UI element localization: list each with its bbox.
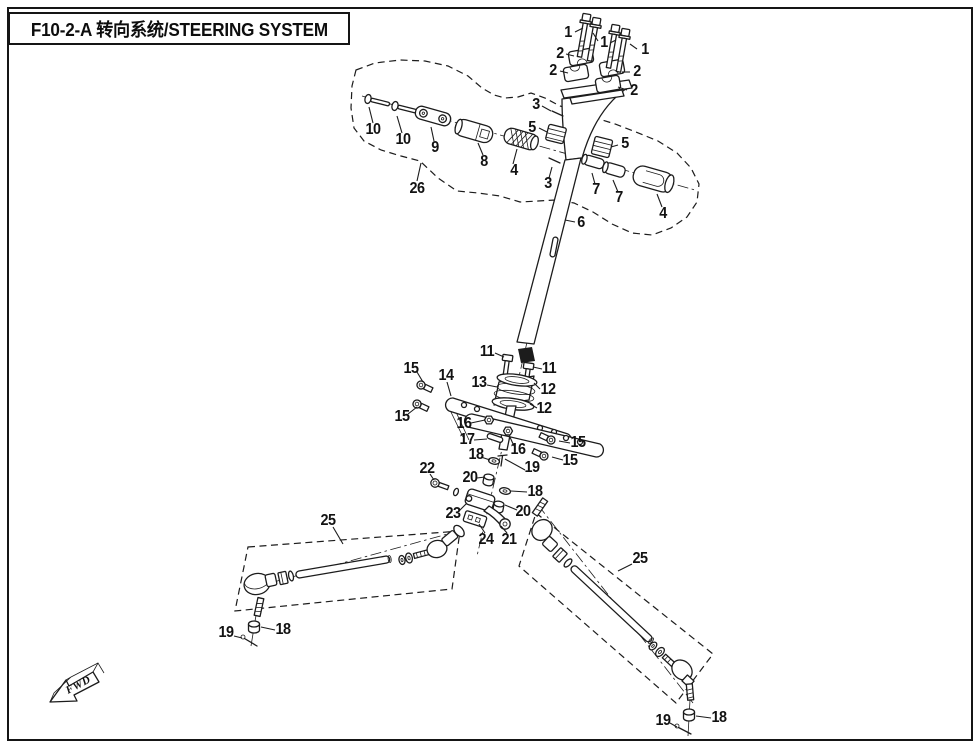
tie-rod-left [243, 524, 465, 647]
title-box: F10-2-A 转向系统/STEERING SYSTEM [8, 12, 350, 45]
callout-5-8: 5 [528, 119, 536, 136]
callout-7-12: 7 [615, 189, 623, 206]
callout-1-1: 1 [600, 34, 608, 51]
callout-18-38: 18 [527, 483, 543, 500]
bolt-10a [364, 93, 391, 107]
clamp-block-2a-lower [562, 63, 590, 83]
callout-20-40: 20 [515, 503, 531, 520]
steering-shaft [516, 87, 628, 345]
diagram-border [7, 7, 973, 741]
callout-15-23: 15 [403, 360, 419, 377]
callout-2-4: 2 [549, 62, 557, 79]
callout-15-33: 15 [562, 452, 578, 469]
callout-16-32: 16 [510, 441, 526, 458]
callout-21-42: 21 [501, 531, 517, 548]
callout-13-25: 13 [471, 374, 487, 391]
callout-5-9: 5 [621, 135, 629, 152]
callout-18-34: 18 [468, 446, 484, 463]
bushing-7b [601, 161, 626, 178]
callout-2-3: 2 [556, 45, 564, 62]
castle-nut-18-bottom-left [247, 620, 261, 634]
callout-11-21: 11 [479, 343, 495, 360]
callout-1-2: 1 [641, 41, 649, 58]
callout-22-36: 22 [419, 460, 435, 477]
nut-16a [483, 415, 495, 425]
callout-7-11: 7 [592, 181, 600, 198]
fwd-arrow: FWD [49, 662, 105, 703]
cotter-pin-19-bottom-left [240, 634, 258, 647]
rubber-block-5-right [590, 135, 614, 159]
bolt-15-left-upper [416, 380, 434, 393]
damper-4-left [503, 127, 539, 151]
callout-15-27: 15 [394, 408, 410, 425]
callout-26-20: 26 [409, 180, 425, 197]
arm-plate-24 [462, 510, 488, 528]
washer-18a [487, 457, 501, 465]
callout-23-39: 23 [445, 505, 461, 522]
callout-15-31: 15 [570, 434, 586, 451]
bolt-10b [391, 100, 418, 114]
rubber-block-5-left [545, 123, 567, 145]
callout-25-44: 25 [632, 550, 648, 567]
clamp-block-2b-lower [594, 74, 622, 94]
bolt-15-left-lower [412, 399, 430, 412]
castle-nut-18-bottom-right [682, 708, 696, 722]
callout-18-46: 18 [275, 621, 291, 638]
leader-lines [233, 27, 712, 728]
sleeve-8 [454, 118, 494, 144]
callout-25-43: 25 [320, 512, 336, 529]
bolt-22 [430, 478, 460, 497]
washer-18b [498, 487, 512, 495]
bushing-7a [581, 153, 605, 170]
callout-19-47: 19 [655, 712, 671, 729]
spacer-20a [482, 473, 495, 487]
cotter-pin-19-mid [497, 454, 508, 467]
damper-4-right [632, 165, 675, 194]
callout-6-14: 6 [577, 214, 585, 231]
group-tie-rod-left-box [234, 530, 461, 612]
callout-20-37: 20 [462, 469, 478, 486]
callout-17-30: 17 [459, 431, 475, 448]
callout-2-6: 2 [630, 82, 638, 99]
clamp-bolts-1 [576, 12, 631, 73]
page-title: F10-2-A 转向系统/STEERING SYSTEM [30, 19, 328, 40]
pin-17 [486, 432, 504, 444]
roll-pin-3-lower [548, 157, 561, 164]
callout-19-35: 19 [524, 459, 540, 476]
callout-1-0: 1 [564, 24, 572, 41]
nut-16b [502, 426, 514, 436]
spline-band [518, 347, 535, 363]
callout-4-19: 4 [510, 162, 518, 179]
callout-12-26: 12 [540, 381, 556, 398]
callout-3-7: 3 [532, 96, 540, 113]
callout-24-41: 24 [478, 531, 494, 548]
callout-14-24: 14 [438, 367, 454, 384]
ring-12a [496, 373, 538, 387]
tie-rod-right [531, 497, 695, 737]
bolt-15-right-lower [531, 448, 549, 461]
centerlines [251, 95, 696, 704]
roll-pin-3-upper [551, 110, 564, 117]
callout-10-15: 10 [365, 121, 381, 138]
callout-3-10: 3 [544, 175, 552, 192]
callout-11-22: 11 [541, 360, 557, 377]
callout-9-17: 9 [431, 139, 439, 156]
pitman-clamp-23 [464, 488, 496, 512]
callout-16-29: 16 [456, 415, 472, 432]
group-cloud-26 [350, 59, 700, 236]
callout-12-28: 12 [536, 400, 552, 417]
bolt-15-right-upper [538, 432, 556, 445]
callout-2-5: 2 [633, 63, 641, 80]
callout-19-45: 19 [218, 624, 234, 641]
link-plate-9 [414, 105, 452, 127]
group-tie-rod-right-box [518, 511, 714, 704]
callout-8-18: 8 [480, 153, 488, 170]
callout-18-48: 18 [711, 709, 727, 726]
callout-10-16: 10 [395, 131, 411, 148]
callout-4-13: 4 [659, 205, 667, 222]
